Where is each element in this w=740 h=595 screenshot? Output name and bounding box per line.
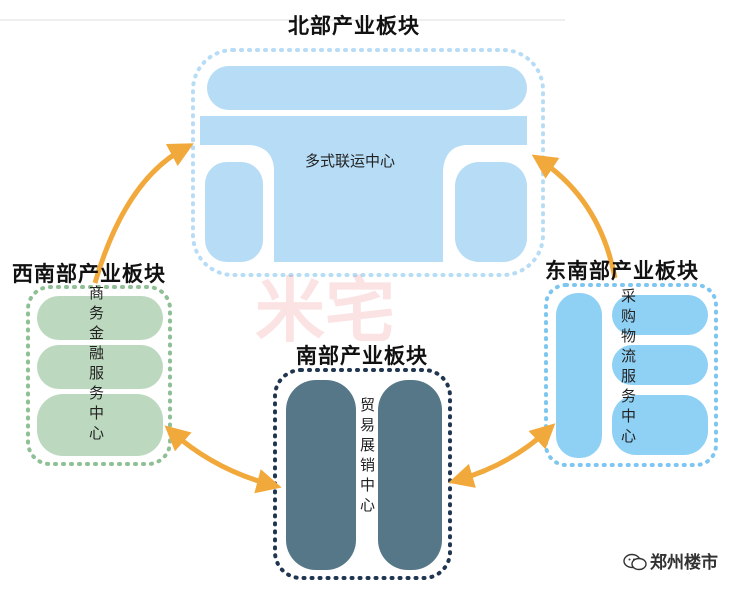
wechat-icon — [623, 553, 647, 571]
svg-text:米宅: 米宅 — [255, 270, 395, 352]
source-watermark: 郑州楼市 — [623, 548, 718, 573]
south-right-pill — [378, 380, 442, 570]
south-left-pill — [286, 380, 356, 570]
north-block — [191, 48, 545, 277]
arrow-southwest-south — [164, 425, 282, 494]
east-title: 东南部产业板块 — [545, 259, 699, 283]
east-block — [544, 283, 718, 467]
south-center-label: 贸易展销中心 — [358, 397, 376, 517]
southwest-pill-3 — [37, 394, 163, 456]
southwest-block — [26, 285, 172, 466]
east-pill-3 — [612, 395, 708, 455]
north-right-pill — [455, 162, 527, 262]
south-block — [273, 368, 452, 580]
north-main-shape — [200, 116, 527, 262]
east-block-border — [544, 283, 718, 467]
background-watermark-logo: 米宅 — [255, 270, 395, 352]
east-pill-1 — [612, 295, 708, 335]
north-center-label: 多式联运中心 — [305, 152, 396, 170]
south-title: 南部产业板块 — [296, 344, 428, 368]
east-left-pill — [556, 293, 602, 458]
east-center-label: 采购物流服务中心 — [619, 288, 637, 448]
arrow-east-to-north — [531, 154, 618, 279]
arrow-south-east — [448, 423, 556, 488]
southwest-title: 西南部产业板块 — [12, 262, 166, 286]
north-left-pill — [205, 162, 263, 262]
north-top-bar — [207, 66, 527, 110]
southwest-center-label: 商务金融服务中心 — [87, 285, 105, 445]
east-pill-2 — [612, 345, 708, 385]
north-title: 北部产业板块 — [288, 14, 420, 38]
southwest-pill-2 — [37, 345, 163, 389]
southwest-pill-1 — [37, 296, 163, 340]
arrow-southwest-to-north — [92, 143, 194, 284]
southwest-block-border — [26, 285, 172, 466]
watermark-text: 郑州楼市 — [650, 553, 718, 573]
